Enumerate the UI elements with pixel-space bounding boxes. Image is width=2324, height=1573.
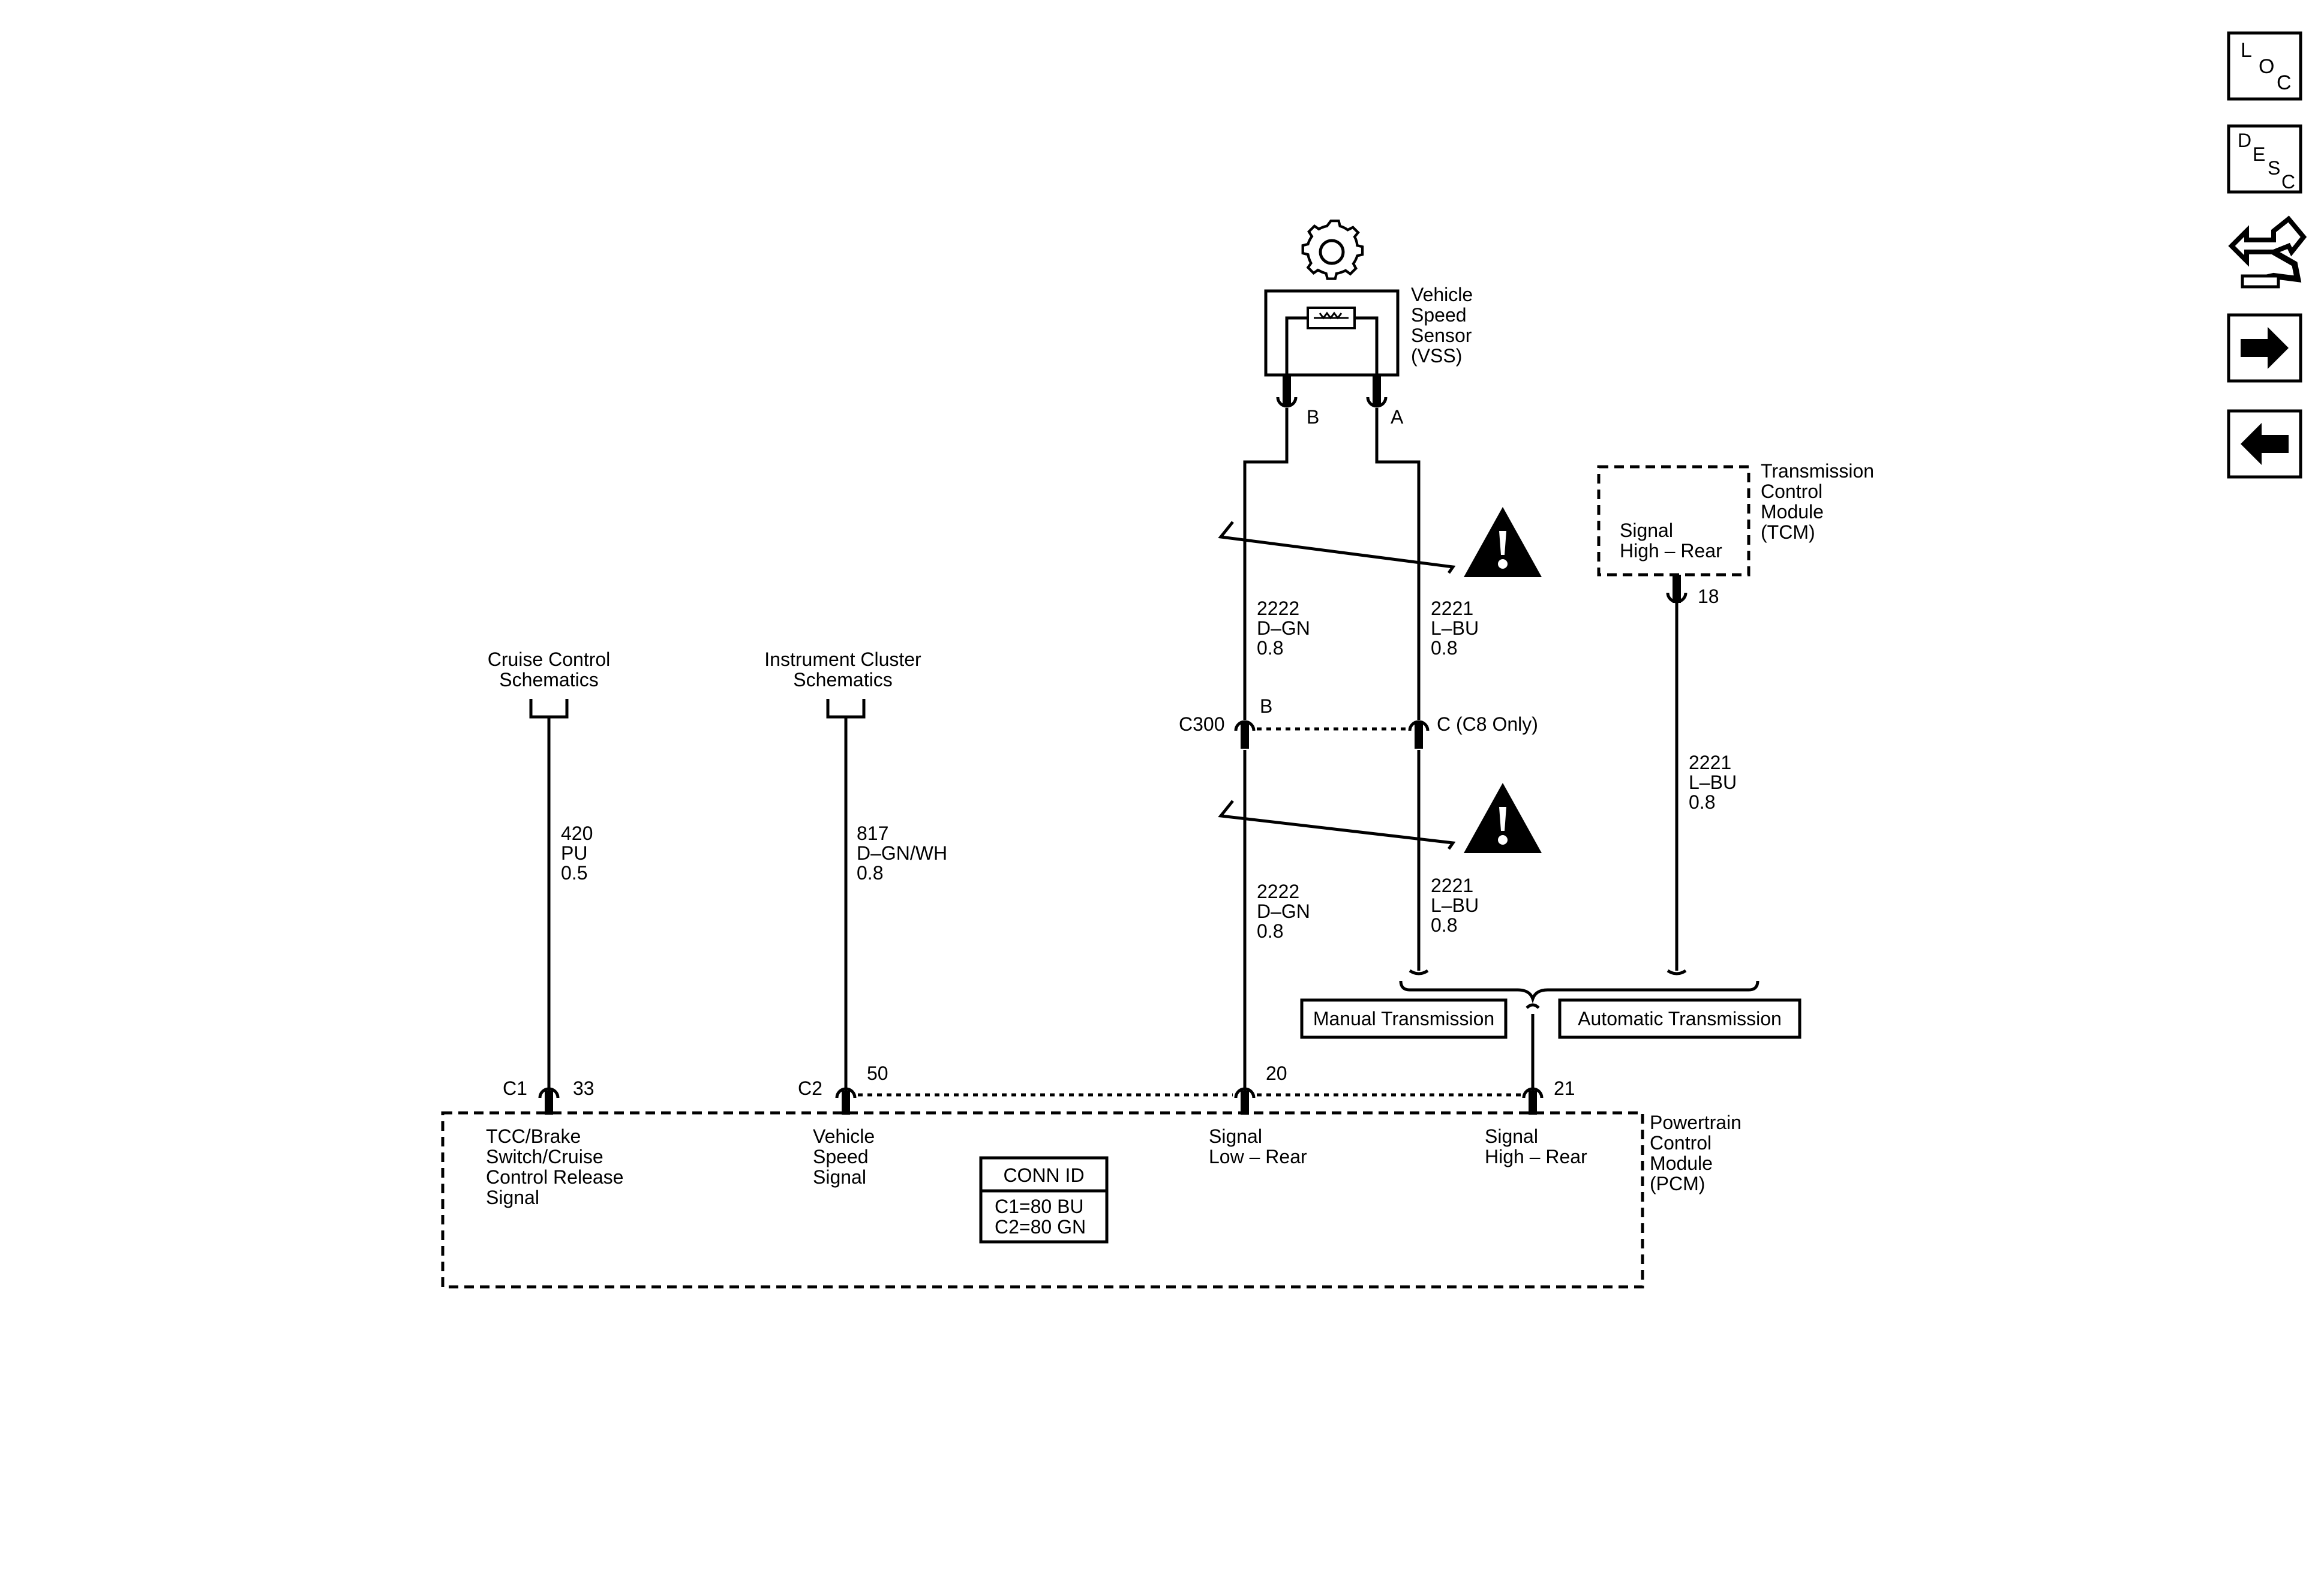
conn-id-table: CONN ID C1=80 BU C2=80 GN <box>979 1156 1109 1244</box>
conn-id-c1: C1=80 BU <box>995 1196 1084 1217</box>
connector-view-icon[interactable] <box>2228 215 2307 291</box>
pcm-pin-c2-50 <box>835 1087 857 1115</box>
wire-817-size: 0.8 <box>857 862 883 884</box>
wire-420-num: 420 <box>561 822 593 844</box>
pcm-c1-label: C1 <box>503 1077 527 1099</box>
pcm-sig-tcc-2: Switch/Cruise <box>486 1146 603 1167</box>
vss-pin-b-label: B <box>1307 406 1319 428</box>
automatic-transmission-label: Automatic Transmission <box>1578 1008 1782 1029</box>
vss-pin-a <box>1366 375 1388 408</box>
caution-icon-lower <box>1464 783 1542 853</box>
pcm-c1-pin-label: 33 <box>573 1077 594 1099</box>
manual-transmission-option: Manual Transmission <box>1300 998 1508 1039</box>
cruise-reference-bracket <box>529 699 569 719</box>
wire-2222-upper-color: D–GN <box>1257 617 1310 639</box>
pcm-label-4: (PCM) <box>1650 1173 1705 1194</box>
vss-pin-b <box>1276 375 1298 408</box>
vss-label-4: (VSS) <box>1411 345 1462 367</box>
loc-button[interactable]: L O C <box>2227 31 2302 101</box>
pcm-c2-label: C2 <box>798 1077 822 1099</box>
wire-2221-lower-size: 0.8 <box>1431 914 1457 936</box>
wire-420-size: 0.5 <box>561 862 587 884</box>
pcm-box <box>441 1111 1644 1289</box>
desc-button[interactable]: D E S C <box>2227 124 2302 194</box>
tcm-label-1: Transmission <box>1761 460 1874 482</box>
wire-2221-tcm-num: 2221 <box>1689 752 1731 773</box>
vss-label-2: Speed <box>1411 304 1467 326</box>
pcm-sig-tcc-4: Signal <box>486 1187 539 1208</box>
pcm-sig-tcc-1: TCC/Brake <box>486 1125 581 1147</box>
wire-2221-upper-size: 0.8 <box>1431 637 1457 659</box>
pcm-pin-c1-33 <box>538 1087 560 1115</box>
pcm-sig-vss-1: Vehicle <box>813 1125 875 1147</box>
tcm-pin-18 <box>1666 575 1688 604</box>
pcm-c2-pin-label: 50 <box>867 1062 888 1084</box>
pcm-pin-21 <box>1522 1087 1544 1115</box>
c300-pin-b-label: B <box>1260 695 1272 717</box>
desc-letter-1: D <box>2238 130 2251 151</box>
pcm-label-2: Control <box>1650 1132 1712 1154</box>
wire-817-color: D–GN/WH <box>857 842 947 864</box>
conn-id-c2: C2=80 GN <box>995 1216 1086 1238</box>
pcm-sig-tcc-3: Control Release <box>486 1166 623 1188</box>
wire-420-color: PU <box>561 842 587 864</box>
wire-2221-lower-color: L–BU <box>1431 894 1479 916</box>
tcm-signal-1: Signal <box>1620 520 1673 541</box>
loc-letter-2: O <box>2259 55 2274 78</box>
back-arrow-icon[interactable] <box>2227 409 2302 479</box>
pcm-sig-high-2: High – Rear <box>1485 1146 1587 1167</box>
cluster-reference-bracket <box>826 699 866 719</box>
tcm-pin-label: 18 <box>1698 586 1719 607</box>
cluster-label-1: Instrument Cluster <box>764 649 921 670</box>
wire-2221-upper-color: L–BU <box>1431 617 1479 639</box>
c300-pin-c-label: C (C8 Only) <box>1437 713 1538 735</box>
cluster-label-2: Schematics <box>793 669 892 691</box>
wire-817-num: 817 <box>857 822 888 844</box>
desc-letter-3: S <box>2268 157 2280 179</box>
pcm-sig-vss-3: Signal <box>813 1166 866 1188</box>
loc-letter-1: L <box>2241 39 2252 62</box>
wire-2222-upper-num: 2222 <box>1257 598 1299 619</box>
cruise-label-1: Cruise Control <box>488 649 611 670</box>
loc-letter-3: C <box>2277 71 2292 94</box>
desc-letter-2: E <box>2253 143 2265 165</box>
conn-id-title: CONN ID <box>1003 1164 1084 1186</box>
wire-2221-tcm-color: L–BU <box>1689 772 1737 793</box>
pcm-pin-20-label: 20 <box>1266 1062 1287 1084</box>
pcm-pin-21-label: 21 <box>1554 1077 1575 1099</box>
pcm-pin-20 <box>1234 1087 1256 1115</box>
pcm-label-1: Powertrain <box>1650 1112 1742 1133</box>
vss-label-3: Sensor <box>1411 325 1472 346</box>
manual-transmission-label: Manual Transmission <box>1313 1008 1494 1029</box>
forward-arrow-icon[interactable] <box>2227 313 2302 383</box>
cruise-label-2: Schematics <box>499 669 598 691</box>
pcm-sig-vss-2: Speed <box>813 1146 869 1167</box>
tcm-label-3: Module <box>1761 501 1824 523</box>
wire-2222-lower-color: D–GN <box>1257 900 1310 922</box>
pcm-sig-low-2: Low – Rear <box>1209 1146 1307 1167</box>
wire-2221-lower-num: 2221 <box>1431 875 1473 896</box>
tcm-signal-2: High – Rear <box>1620 540 1722 562</box>
pcm-label-3: Module <box>1650 1152 1713 1174</box>
vss-gear-icon <box>1301 219 1364 280</box>
c300-pin-b <box>1234 720 1256 749</box>
pcm-sig-low-1: Signal <box>1209 1125 1262 1147</box>
pcm-sig-high-1: Signal <box>1485 1125 1538 1147</box>
caution-icon <box>1464 507 1542 577</box>
wire-2221-tcm-size: 0.8 <box>1689 791 1715 813</box>
automatic-transmission-option: Automatic Transmission <box>1558 998 1801 1039</box>
wire-2221-upper-num: 2221 <box>1431 598 1473 619</box>
vss-label-1: Vehicle <box>1411 284 1473 305</box>
wire-2222-upper-size: 0.8 <box>1257 637 1283 659</box>
c300-pin-c <box>1408 720 1430 749</box>
tcm-label-2: Control <box>1761 481 1822 502</box>
desc-letter-4: C <box>2281 171 2295 193</box>
c300-label: C300 <box>1179 713 1225 735</box>
wire-2222-lower-num: 2222 <box>1257 881 1299 902</box>
wire-2222-lower-size: 0.8 <box>1257 920 1283 942</box>
tcm-label-4: (TCM) <box>1761 521 1815 543</box>
vss-pin-a-label: A <box>1391 406 1404 428</box>
